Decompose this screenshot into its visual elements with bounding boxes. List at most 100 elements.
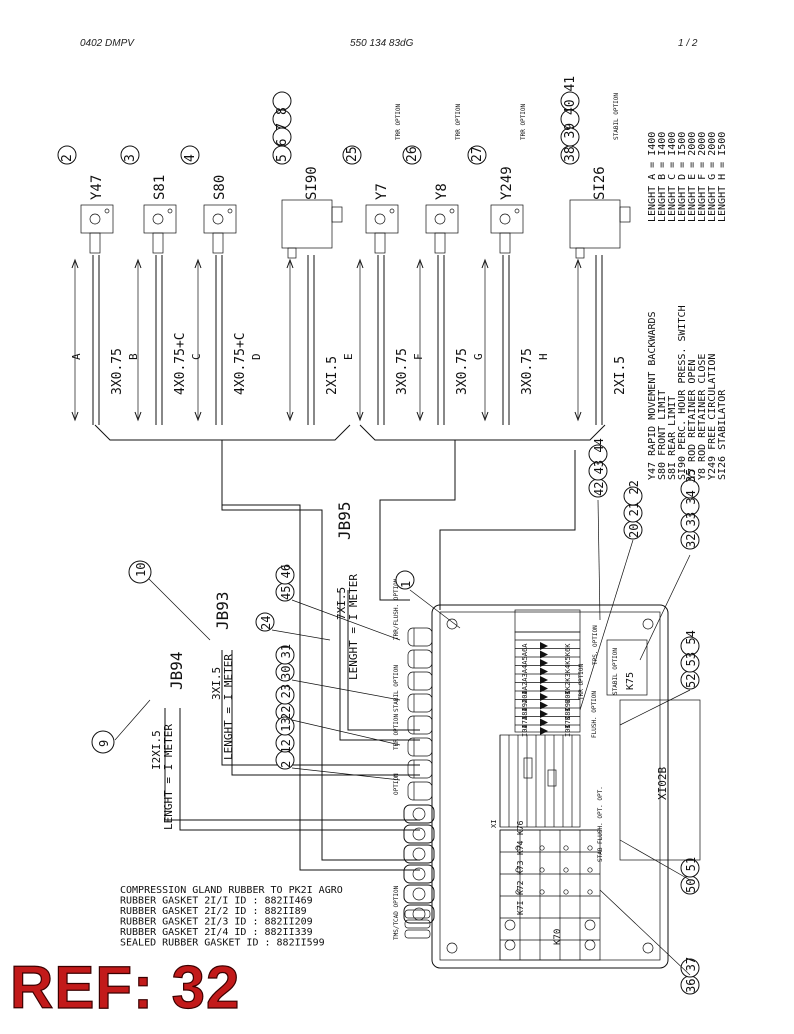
ref-number: 3 xyxy=(123,154,138,162)
gland xyxy=(407,627,433,647)
callout-number: 50 51 xyxy=(684,857,698,893)
relay-contact xyxy=(587,845,593,851)
ref-number: 5 6 7 8 xyxy=(275,107,290,162)
callout-leader xyxy=(599,889,691,976)
valve-hole xyxy=(434,213,446,225)
callout-circle xyxy=(275,685,295,705)
junction-ref-bubble xyxy=(128,560,152,584)
callout-number: 52 53 54 xyxy=(684,630,698,688)
length-letter: D xyxy=(250,353,263,360)
cable-spec: 4X0.75+C xyxy=(233,332,248,395)
tps-option-label: TPS. OPTION xyxy=(592,625,599,665)
callout-circle xyxy=(680,958,700,978)
jb93-cable xyxy=(221,650,420,766)
callout-leader xyxy=(291,767,401,781)
gland-label-option: OPTION xyxy=(393,773,400,795)
dimension-arrow xyxy=(416,411,424,422)
valve-hole xyxy=(499,213,511,225)
bundle-routing-left xyxy=(221,455,420,871)
length-letter: H xyxy=(537,353,550,360)
jb94-cable xyxy=(164,708,420,821)
option-label: TRR OPTION xyxy=(520,103,527,140)
bundle-routing-mid xyxy=(221,505,420,861)
valve-neck xyxy=(434,232,446,254)
component-code: S80 xyxy=(212,175,228,200)
gland-core xyxy=(412,827,426,841)
component-code: SI90 xyxy=(304,166,320,200)
terminal-strip xyxy=(499,734,581,828)
gland-core xyxy=(412,807,426,821)
callout-circle xyxy=(680,858,700,878)
valve-hole xyxy=(212,213,224,225)
callout-circle xyxy=(275,716,295,736)
component-code: S81 xyxy=(152,175,168,200)
stab-flush-label: STAB FLUSH. OPT. OPT. xyxy=(597,786,604,862)
ref-bubble xyxy=(272,91,292,111)
relay-coil xyxy=(504,919,516,931)
fuse-diode xyxy=(540,693,548,701)
fuse-label: I0A xyxy=(521,724,529,737)
fuse-k-label: I8K xyxy=(564,707,572,720)
ref-number: 26 xyxy=(405,146,420,162)
relay-block xyxy=(499,829,601,961)
fuse-label: 5A xyxy=(521,651,529,660)
component-code: Y249 xyxy=(499,166,515,200)
mount-hole-br xyxy=(642,942,654,954)
fuse-k-label: 5K xyxy=(564,651,572,660)
k75-label: K75 xyxy=(625,672,636,690)
small-gland xyxy=(404,919,431,929)
length-letter-a: A xyxy=(70,353,83,360)
callout-circle xyxy=(275,565,295,585)
cable-spec: 4X0.75+C xyxy=(173,332,188,395)
fuse-label: I7A xyxy=(521,715,529,728)
valve-dot xyxy=(389,208,395,214)
fuse-k-label: I0K xyxy=(564,724,572,737)
k75-option-label: STABIL OPTION xyxy=(612,648,619,695)
component-code: Y47 xyxy=(89,175,105,200)
large-gland xyxy=(403,824,435,844)
gasket-note: RUBBER GASKET 2I/2 ID : 882II89 xyxy=(120,906,307,917)
gland xyxy=(407,715,433,735)
relay-contact xyxy=(515,845,521,851)
dimension-arrow xyxy=(134,258,142,269)
dimension-arrow xyxy=(356,411,364,422)
ref-bubble xyxy=(467,145,487,165)
ref-number: 4 xyxy=(183,154,198,162)
gland-core xyxy=(412,887,426,901)
callout-leader xyxy=(619,689,691,726)
junction-ref-number: 9 xyxy=(97,740,111,747)
valve-dot xyxy=(449,208,455,214)
ref-label: REF: 32 xyxy=(9,954,241,1021)
gland-core xyxy=(412,867,426,881)
legend-entry: Y47 RAPID MOVEMENT BACKWARDS xyxy=(647,311,658,480)
cable-spec: 2XI.5 xyxy=(325,356,340,395)
trr-option-label: TRR OPTION xyxy=(578,663,585,700)
cable-spec: 3X0.75 xyxy=(455,348,470,395)
relay-contact xyxy=(515,867,521,873)
sensor-plug xyxy=(619,206,631,223)
callout-number: 42 43 44 xyxy=(592,438,606,496)
gland-label-trr: TRR OPTION xyxy=(393,713,400,750)
gland-label-tms: TMS/TCAD OPTION xyxy=(393,885,400,940)
ref-number: 27 xyxy=(470,146,485,162)
length-letter: B xyxy=(127,353,140,360)
large-gland xyxy=(403,864,435,884)
right-bracket xyxy=(359,424,606,455)
cable-spec: 3X0.75 xyxy=(395,348,410,395)
dimension-arrow xyxy=(71,258,79,269)
length-letter: E xyxy=(342,353,355,360)
junction-box-length: LENGHT = I METER xyxy=(347,574,360,680)
fuse-diode xyxy=(540,710,548,718)
gasket-note: COMPRESSION GLAND RUBBER TO PK2I AGRO xyxy=(120,885,343,896)
enclosure-outer xyxy=(431,604,669,969)
dimension-arrow xyxy=(356,258,364,269)
callout-number: 32 33 34 35 xyxy=(684,469,698,548)
fuse-label: 20A xyxy=(521,690,529,703)
dimension-arrow xyxy=(416,258,424,269)
fuse-label: 3A xyxy=(521,668,529,677)
